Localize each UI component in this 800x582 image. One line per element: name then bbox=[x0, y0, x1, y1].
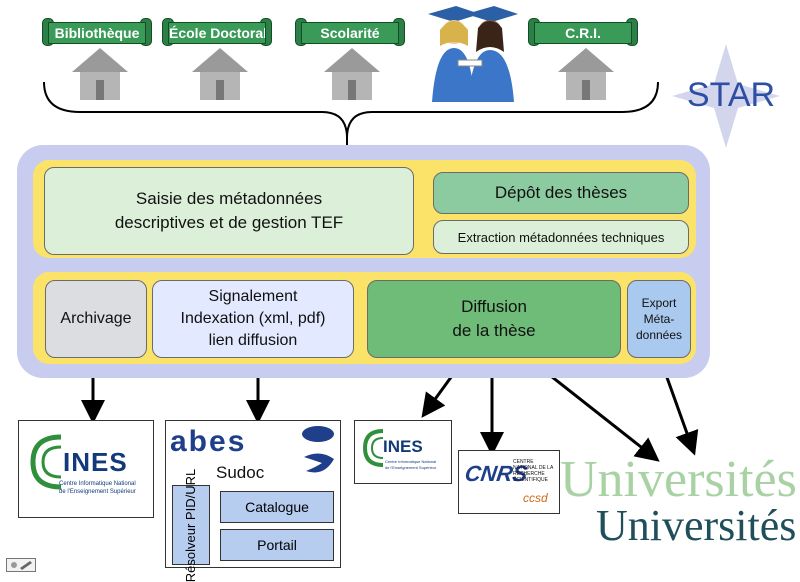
label-scolarite: Scolarité bbox=[295, 18, 405, 46]
extraction-text: Extraction métadonnées techniques bbox=[457, 229, 665, 245]
cnrs-ccsd-logo: CNRS CENTRE NATIONAL DE LA RECHERCHE SCI… bbox=[458, 450, 560, 514]
cines-sub2: de l'Enseignement Supérieur bbox=[59, 489, 136, 495]
star-icon bbox=[672, 44, 780, 148]
export-line: Export bbox=[641, 296, 677, 310]
portail-box: Portail bbox=[220, 529, 334, 561]
cines-c-icon bbox=[362, 429, 384, 467]
cines-sub1: Centre Informatique National bbox=[59, 481, 136, 487]
abes-name: abes bbox=[170, 425, 247, 458]
ccsd-name: ccsd bbox=[523, 491, 548, 505]
depot-box: Dépôt des thèses bbox=[433, 172, 689, 214]
donnees-line: données bbox=[635, 328, 683, 342]
house-icon bbox=[192, 48, 248, 100]
diffusion-line: Diffusion bbox=[461, 297, 527, 316]
slide-nav-icon[interactable] bbox=[6, 558, 36, 572]
catalogue-box: Catalogue bbox=[220, 491, 334, 523]
house-icon bbox=[72, 48, 128, 100]
diffusion-box: Diffusion de la thèse bbox=[367, 280, 621, 358]
star-title: STAR bbox=[686, 76, 776, 114]
house-icon bbox=[324, 48, 380, 100]
archivage-box: Archivage bbox=[45, 280, 147, 358]
de-la-these-line: de la thèse bbox=[452, 321, 536, 340]
archivage-text: Archivage bbox=[60, 310, 132, 327]
resolveur-box: Résolveur PID/URL bbox=[172, 468, 210, 582]
house-icon bbox=[558, 48, 614, 100]
label-ecole-doctorale: École Doctorale bbox=[162, 18, 272, 46]
meta-line: Méta- bbox=[643, 312, 675, 326]
sudoc-label: Sudoc bbox=[216, 463, 265, 482]
cines-sub1-small: Centre Informatique National bbox=[385, 459, 437, 464]
graduates-icon bbox=[428, 6, 518, 102]
depot-text: Dépôt des thèses bbox=[494, 183, 628, 202]
universites-title: Universités bbox=[596, 501, 797, 550]
abes-swirl-icon bbox=[302, 426, 334, 473]
abes-sudoc-box: abes Sudoc Résolveur PID/URL Catalogue P… bbox=[165, 420, 341, 582]
lien-diffusion-line: lien diffusion bbox=[208, 332, 298, 349]
cines-logo-small: INES Centre Informatique National de l'E… bbox=[354, 420, 452, 484]
signalement-box: Signalement Indexation (xml, pdf) lien d… bbox=[152, 280, 354, 358]
export-box: Export Méta- données bbox=[627, 280, 691, 358]
extraction-box: Extraction métadonnées techniques bbox=[433, 220, 689, 254]
saisie-box: Saisie des métadonnées descriptives et d… bbox=[44, 167, 414, 255]
cines-name-small: INES bbox=[383, 437, 423, 456]
resolveur-text: Résolveur PID/URL bbox=[183, 468, 199, 582]
label-cri: C.R.I. bbox=[528, 18, 638, 46]
universites-shadow: Universités bbox=[560, 451, 797, 508]
cines-c-icon bbox=[30, 434, 62, 490]
cines-logo: INES Centre Informatique National de l'E… bbox=[18, 420, 154, 518]
indexation-line: Indexation (xml, pdf) bbox=[180, 310, 326, 327]
saisie-text: Saisie des métadonnées descriptives et d… bbox=[114, 189, 344, 232]
catalogue-text: Catalogue bbox=[245, 499, 309, 515]
portail-text: Portail bbox=[257, 537, 297, 553]
cines-name: INES bbox=[63, 447, 128, 477]
cines-sub2-small: de l'Enseignement Supérieur bbox=[385, 465, 437, 470]
label-bibliotheque: Bibliothèque bbox=[42, 18, 152, 46]
signalement-line: Signalement bbox=[208, 288, 298, 305]
cnrs-text: CENTRE NATIONAL DE LA RECHERCHE SCIENTIF… bbox=[513, 459, 554, 483]
